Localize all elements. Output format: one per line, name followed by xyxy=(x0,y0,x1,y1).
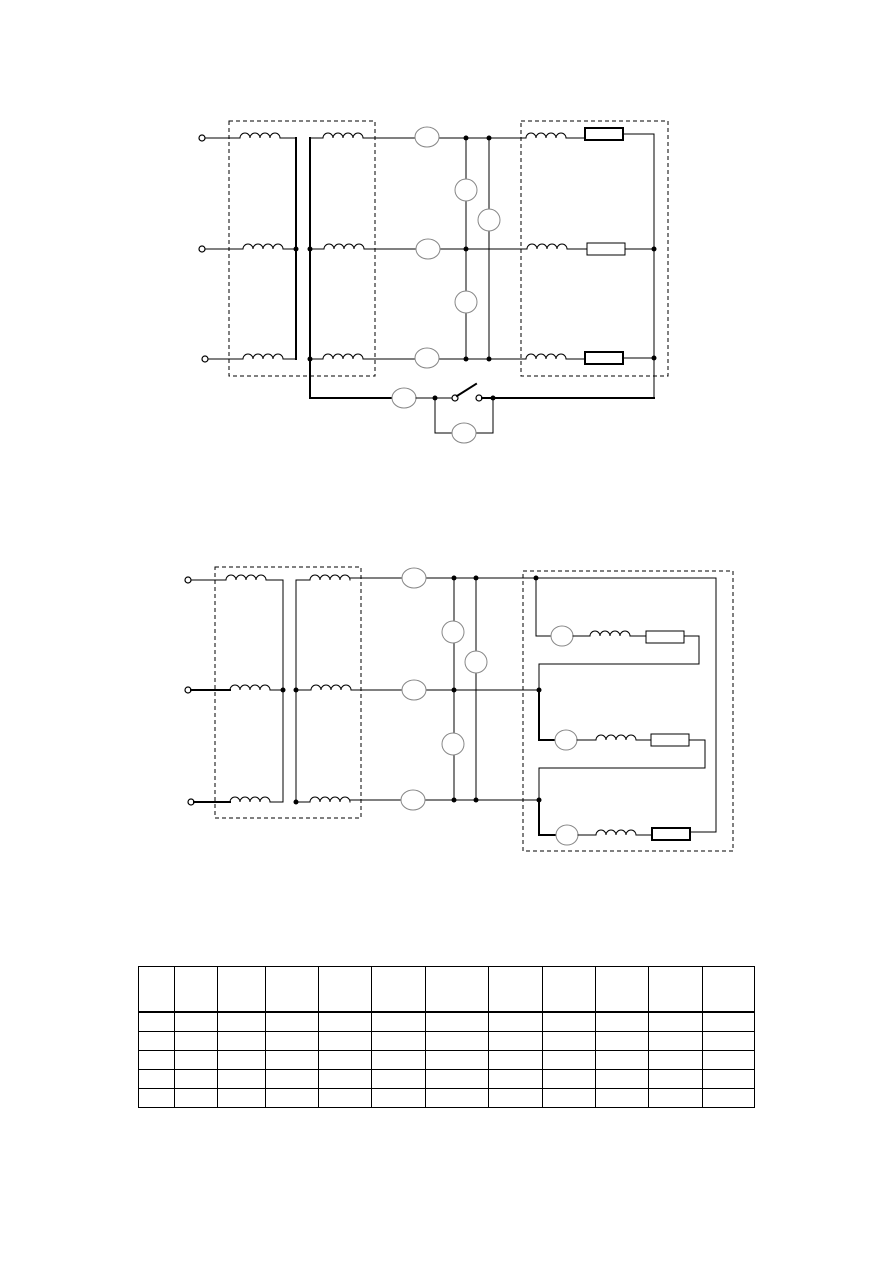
phase-ammeter-ca xyxy=(555,824,579,846)
line-ammeter-c xyxy=(400,789,426,811)
primary-coil-c xyxy=(229,796,271,803)
load-coil-ab xyxy=(589,630,631,637)
input-terminal-b xyxy=(198,245,206,253)
table-cell xyxy=(425,966,489,1013)
load-resistor-b xyxy=(586,242,626,256)
table-header-row xyxy=(138,966,755,1013)
load-resistor-ca xyxy=(651,827,691,841)
load-coil-c xyxy=(525,353,567,360)
table-row xyxy=(138,1050,755,1070)
voltmeter-ab xyxy=(454,178,478,202)
voltmeter-ab xyxy=(441,620,465,644)
load-coil-ca xyxy=(595,829,637,836)
table-row xyxy=(138,1069,755,1089)
table-cell xyxy=(217,966,266,1013)
table-cell xyxy=(318,966,372,1013)
neutral-ammeter xyxy=(391,387,417,409)
neutral-switch xyxy=(455,382,478,398)
line-ammeter-c xyxy=(414,347,440,369)
load-box xyxy=(520,120,669,377)
primary-coil-c xyxy=(242,353,284,360)
voltmeter-bc xyxy=(441,732,465,756)
primary-coil-a xyxy=(225,574,267,581)
load-resistor-c xyxy=(584,351,624,365)
table-row xyxy=(138,1031,755,1051)
load-resistor-bc xyxy=(650,733,690,747)
table-row xyxy=(138,1088,755,1108)
table-cell xyxy=(542,966,596,1013)
voltmeter-ac xyxy=(477,208,501,232)
secondary-coil-a xyxy=(309,574,351,581)
table-cell xyxy=(595,966,649,1013)
transformer-box xyxy=(228,120,376,377)
line-ammeter-b xyxy=(415,238,441,260)
table-cell xyxy=(488,966,543,1013)
secondary-coil-b xyxy=(323,243,365,250)
table-cell xyxy=(648,966,703,1013)
table-row xyxy=(138,1011,755,1032)
switch-voltmeter xyxy=(451,422,477,444)
secondary-coil-a xyxy=(322,132,364,139)
phase-ammeter-bc xyxy=(554,729,578,751)
primary-coil-b xyxy=(242,243,284,250)
load-coil-b xyxy=(526,243,568,250)
line-ammeter-a xyxy=(414,126,440,148)
input-terminal-c xyxy=(201,355,209,363)
line-ammeter-b xyxy=(401,679,427,701)
transformer-box xyxy=(214,566,362,819)
input-terminal-a xyxy=(184,576,192,584)
table-cell xyxy=(702,966,755,1013)
table-cell xyxy=(138,966,175,1013)
secondary-coil-c xyxy=(309,796,351,803)
line-ammeter-a xyxy=(401,567,427,589)
primary-coil-a xyxy=(239,132,281,139)
load-coil-bc xyxy=(595,734,637,741)
input-terminal-a xyxy=(198,134,206,142)
table-cell xyxy=(174,966,218,1013)
voltmeter-bc xyxy=(454,290,478,314)
star-load-circuit-diagram xyxy=(198,120,669,444)
secondary-coil-b xyxy=(310,684,352,691)
measurement-table xyxy=(138,966,755,1108)
load-resistor-a xyxy=(584,127,624,141)
phase-ammeter-ab xyxy=(550,625,574,647)
table-cell xyxy=(371,966,426,1013)
voltmeter-ac xyxy=(464,650,488,674)
table-cell xyxy=(265,966,319,1013)
load-coil-a xyxy=(525,132,567,139)
load-box xyxy=(522,570,734,852)
load-resistor-ab xyxy=(645,630,685,644)
secondary-coil-c xyxy=(322,353,364,360)
delta-load-circuit-diagram xyxy=(184,566,734,852)
primary-coil-b xyxy=(229,684,271,691)
